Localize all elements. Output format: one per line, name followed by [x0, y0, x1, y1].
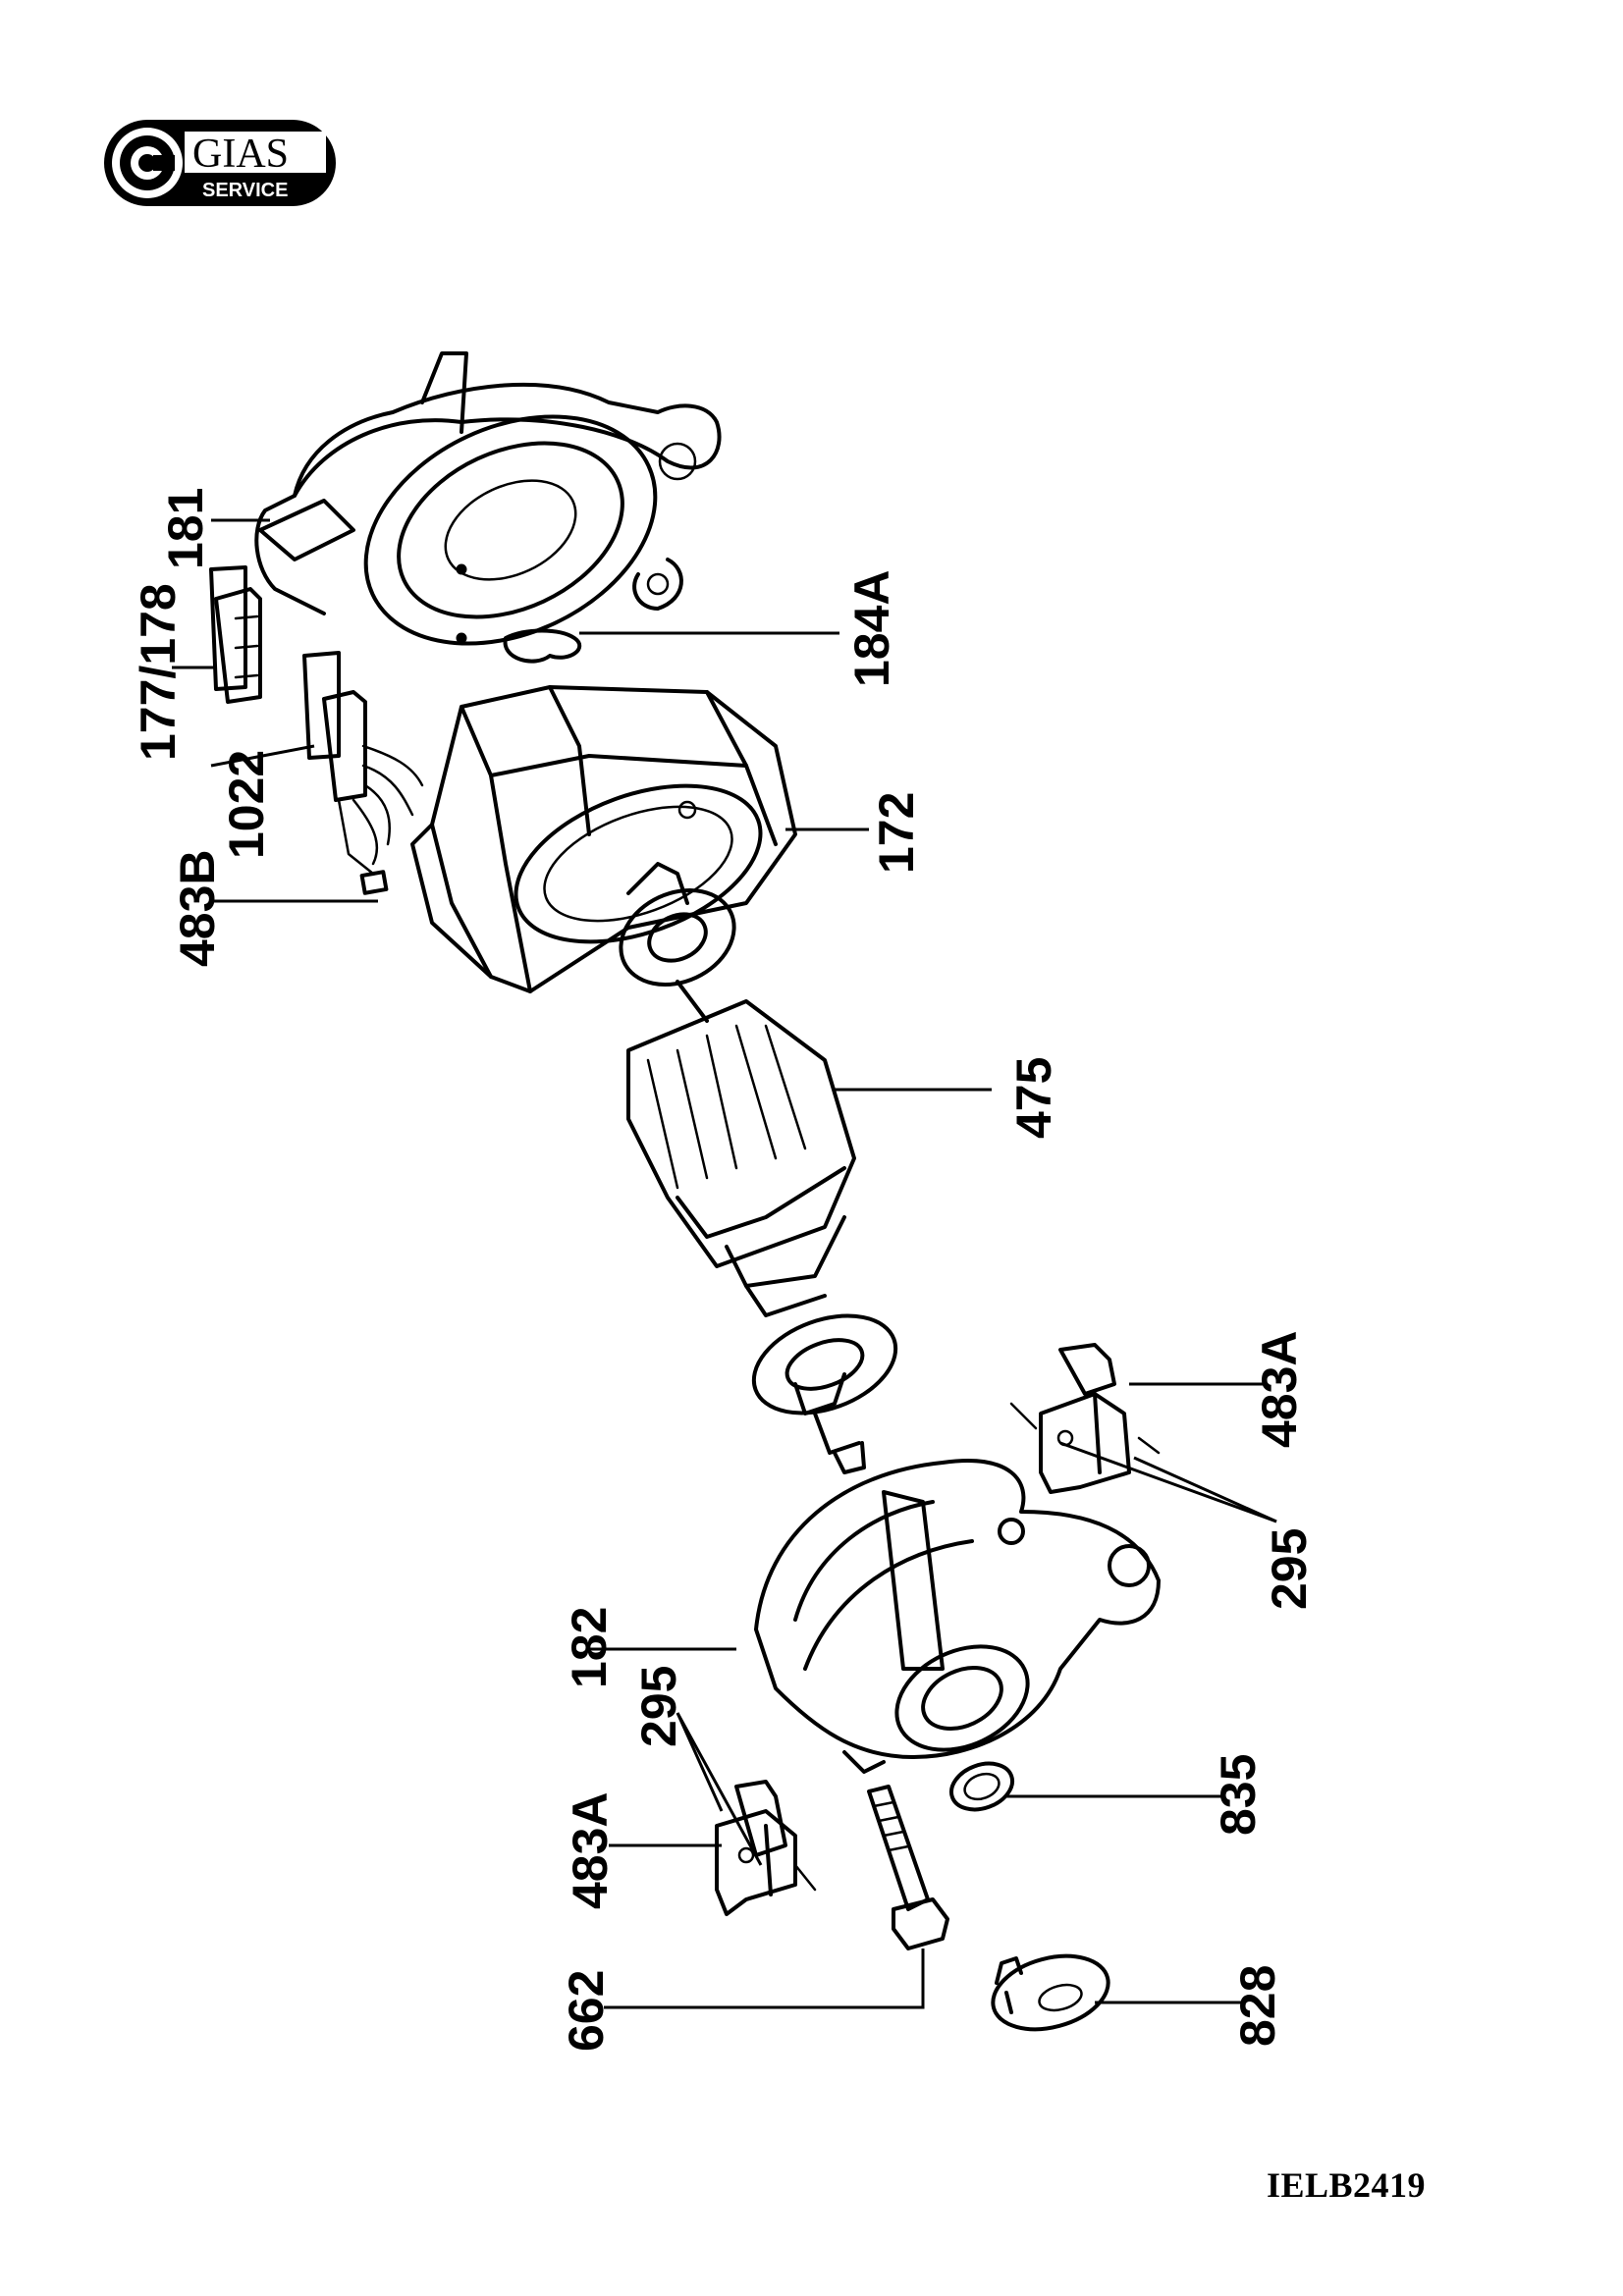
- label-182: 182: [562, 1607, 617, 1688]
- label-475: 475: [1006, 1057, 1061, 1139]
- document-code: IELB2419: [1267, 2165, 1427, 2205]
- logo-graphic: GIAS SERVICE: [104, 120, 336, 206]
- logo-brand-text: GIAS: [192, 132, 289, 177]
- label-828: 828: [1230, 1965, 1285, 2047]
- label-295-lower: 295: [631, 1666, 686, 1747]
- bearing: [949, 1761, 1014, 1812]
- leader-lines: [172, 518, 1277, 2009]
- part-labels: 181 177/178 1022 483B 184A 172 475 483A …: [131, 488, 1317, 2052]
- bolt: [867, 1785, 949, 1950]
- top-end-shield: [254, 351, 722, 664]
- label-181: 181: [158, 488, 213, 569]
- logo-tagline-text: SERVICE: [202, 180, 288, 201]
- label-483A-lower: 483A: [563, 1791, 618, 1909]
- rotor: [619, 862, 898, 1474]
- label-835: 835: [1211, 1754, 1266, 1836]
- label-1022: 1022: [219, 750, 274, 859]
- label-483B: 483B: [170, 849, 225, 967]
- cap: [991, 1953, 1110, 2032]
- label-184A: 184A: [844, 569, 899, 687]
- upper-brush-holder: [1009, 1343, 1161, 1494]
- label-177-178: 177/178: [131, 583, 186, 761]
- bottom-end-shield: [754, 1459, 1161, 1774]
- stator: [410, 685, 797, 993]
- label-662: 662: [559, 1970, 614, 2052]
- label-483A-upper: 483A: [1252, 1330, 1307, 1448]
- lower-brush-holder: [715, 1780, 817, 1916]
- connector-blocks: [209, 565, 424, 895]
- gias-service-logo: GIAS SERVICE: [102, 118, 338, 208]
- label-295-upper: 295: [1262, 1528, 1317, 1610]
- label-172: 172: [869, 792, 924, 874]
